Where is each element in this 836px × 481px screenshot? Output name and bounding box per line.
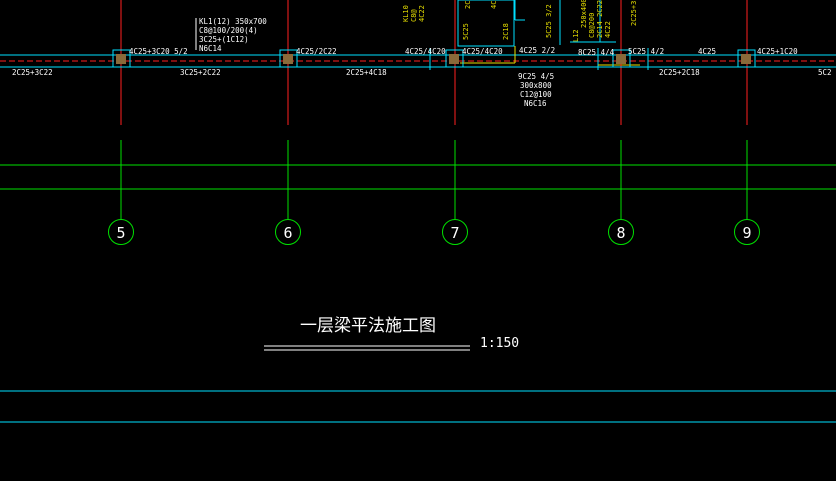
column-5 — [112, 49, 131, 68]
yellow-label: 4C22 — [604, 21, 612, 38]
yellow-label: 4C22 — [418, 5, 426, 22]
yellow-label: L12 — [572, 29, 580, 42]
bottom-rebar-label: 2C25+2C18 — [659, 68, 700, 77]
top-rebar-label: 4C25/4C20 — [405, 47, 446, 56]
column-9 — [737, 49, 756, 68]
yellow-label: 2C14 2C22 — [596, 0, 604, 38]
yellow-label: 2C18 — [502, 23, 510, 40]
yellow-labels: KL10 C8@ 4C22 5C25 2C20 4C22 2C18 5C25 3… — [402, 0, 638, 42]
axis-label-6: 6 — [283, 224, 292, 242]
yellow-label: 250x400 — [580, 0, 588, 28]
axis-label-8: 8 — [616, 224, 625, 242]
yellow-beam-segment — [460, 46, 640, 66]
axis-bubble-9: 9 — [734, 219, 760, 245]
axis-bubble-8: 8 — [608, 219, 634, 245]
column-6 — [279, 49, 298, 68]
span-note-line1: 9C25 4/5 — [518, 72, 554, 81]
yellow-label: KL10 — [402, 5, 410, 22]
beam-annotation: KL1(12) 350x700 C8@100/200(4) 3C25+(1C12… — [195, 17, 267, 53]
axis-label-9: 9 — [742, 224, 751, 242]
yellow-label: 5C25 — [462, 23, 470, 40]
axis-label-7: 7 — [450, 224, 459, 242]
span-note-line4: N6C16 — [524, 99, 547, 108]
top-rebar-label: 4C25/2C22 — [296, 47, 337, 56]
axis-bubble-6: 6 — [275, 219, 301, 245]
yellow-label: C8@200 — [588, 13, 596, 38]
drawing-title-block: 一层梁平法施工图 1:150 — [264, 316, 519, 351]
columns — [112, 49, 756, 68]
top-rebar-label: 8C25 4/4 — [578, 48, 615, 57]
top-rebar-label: 4C25 — [698, 47, 716, 56]
upper-beam-fragments — [429, 0, 649, 70]
span-note: 9C25 4/5 300x800 C12@100 N6C16 — [518, 72, 554, 108]
beam-annotation-line3: 3C25+(1C12) — [199, 35, 249, 44]
column-7 — [445, 49, 464, 68]
bottom-rebar-label: 3C25+2C22 — [180, 68, 221, 77]
bottom-beam-lines — [0, 390, 836, 423]
bottom-rebar-label: 2C25+4C18 — [346, 68, 387, 77]
drawing-scale: 1:150 — [480, 336, 519, 351]
yellow-label: 4C22 — [490, 0, 498, 9]
column-8 — [612, 49, 631, 68]
axis-bubble-7: 7 — [442, 219, 468, 245]
top-rebar-labels: 4C25+3C20 5/2 4C25/2C22 4C25/4C20 4C25/4… — [129, 46, 798, 57]
beam-annotation-line1: KL1(12) 350x700 — [199, 17, 267, 26]
axis-grid — [0, 140, 836, 219]
yellow-label: 2C25+3 — [630, 1, 638, 26]
axis-label-5: 5 — [116, 224, 125, 242]
axis-bubbles: 5 6 7 8 9 — [108, 219, 760, 245]
top-rebar-label: 4C25+1C20 — [757, 47, 798, 56]
span-note-line2: 300x800 — [520, 81, 552, 90]
drawing-title: 一层梁平法施工图 — [300, 316, 436, 336]
top-rebar-label: 4C25 2/2 — [519, 46, 555, 55]
bottom-rebar-label: 5C2 — [818, 68, 832, 77]
bottom-rebar-labels: 2C25+3C22 3C25+2C22 2C25+4C18 2C25+2C18 … — [12, 68, 832, 77]
top-rebar-label: 4C25+3C20 5/2 — [129, 47, 188, 56]
beam-annotation-line4: N6C14 — [199, 44, 222, 53]
bottom-rebar-label: 2C25+3C22 — [12, 68, 53, 77]
top-rebar-label: 5C25 4/2 — [628, 47, 664, 56]
axis-bubble-5: 5 — [108, 219, 134, 245]
span-note-line3: C12@100 — [520, 90, 552, 99]
beam-annotation-line2: C8@100/200(4) — [199, 26, 258, 35]
top-rebar-label: 4C25/4C20 — [462, 47, 503, 56]
yellow-label: 5C25 3/2 — [545, 4, 553, 38]
beam-lines — [0, 54, 836, 68]
yellow-label: C8@ — [410, 9, 418, 22]
yellow-label: 2C20 — [464, 0, 472, 9]
